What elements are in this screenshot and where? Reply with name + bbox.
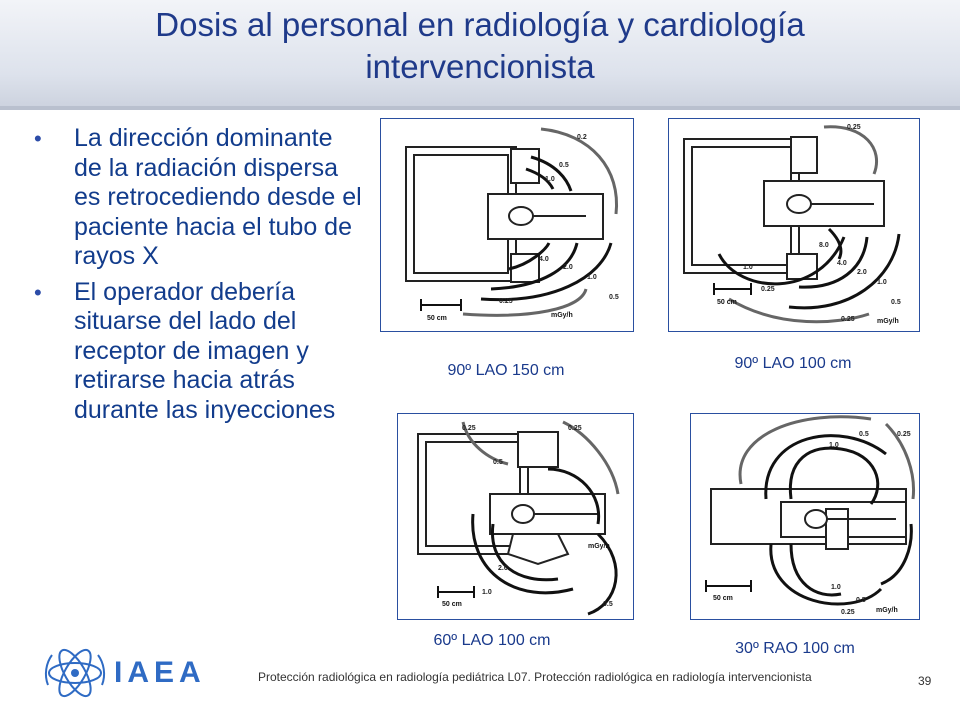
isodose-label: 0.25 — [847, 124, 861, 131]
isodose-label: 0.5 — [609, 294, 619, 301]
isodose-label: 0.5 — [559, 162, 569, 169]
isodose-diagram-svg: 50 cm mGy/h 0.2 0.5 1.0 4.0 2.0 1.0 0.5 … — [405, 127, 619, 322]
bullet-text: La dirección dominante de la radiación d… — [74, 124, 362, 270]
isodose-label: 1.0 — [743, 264, 753, 271]
isodose-label: 0.5 — [493, 459, 503, 466]
isodose-label: 1.0 — [587, 274, 597, 281]
isodose-label: 1.0 — [831, 584, 841, 591]
slide-title-line-1: Dosis al personal en radiología y cardio… — [155, 6, 805, 43]
unit-label: mGy/h — [551, 312, 573, 319]
isodose-label: 1.0 — [545, 176, 555, 183]
isodose-diagram-svg: 50 cm mGy/h 1.0 0.5 0.25 1.0 0.5 0.25 — [705, 415, 916, 616]
bullet-item: • La dirección dominante de la radiación… — [34, 124, 364, 272]
scale-label: 50 cm — [427, 315, 447, 322]
isodose-label: 2.0 — [563, 264, 573, 271]
isodose-label: 8.0 — [819, 242, 829, 249]
isodose-label: 4.0 — [539, 256, 549, 263]
isodose-diagram-svg: 50 cm mGy/h 0.25 0.25 0.5 2.0 1.0 0.5 — [417, 420, 620, 616]
title-band — [0, 0, 960, 110]
isodose-label: 2.0 — [498, 565, 508, 572]
caption-90lao-150: 90º LAO 150 cm — [447, 362, 565, 379]
isodose-label: 0.5 — [603, 601, 613, 608]
bullet-dot-icon: • — [34, 279, 42, 305]
isodose-label: 0.25 — [841, 316, 855, 323]
caption-30rao-100: 30º RAO 100 cm — [735, 640, 855, 657]
footer-course: Protección radiológica en radiología ped… — [258, 670, 812, 684]
iaea-logo-icon — [44, 648, 106, 698]
unit-label: mGy/h — [588, 543, 610, 550]
slide-title-line-2: intervencionista — [365, 48, 595, 85]
unit-label: mGy/h — [876, 607, 898, 614]
isodose-diagram-90lao-100: 50 cm mGy/h 0.25 8.0 4.0 2.0 1.0 1.0 0.5… — [668, 118, 920, 332]
isodose-label: 0.25 — [761, 286, 775, 293]
isodose-label: 1.0 — [829, 442, 839, 449]
scale-label: 50 cm — [717, 299, 737, 306]
isodose-diagram-90lao-150: 50 cm mGy/h 0.2 0.5 1.0 4.0 2.0 1.0 0.5 … — [380, 118, 634, 332]
isodose-diagram-svg: 50 cm mGy/h 0.25 8.0 4.0 2.0 1.0 1.0 0.5… — [683, 124, 901, 325]
isodose-diagram-60lao-100: 50 cm mGy/h 0.25 0.25 0.5 2.0 1.0 0.5 — [397, 413, 634, 620]
scale-label: 50 cm — [713, 595, 733, 602]
isodose-diagram-30rao-100: 50 cm mGy/h 1.0 0.5 0.25 1.0 0.5 0.25 — [690, 413, 920, 620]
iaea-logo-text: IAEA — [114, 656, 206, 689]
isodose-label: 4.0 — [837, 260, 847, 267]
isodose-label: 0.5 — [856, 597, 866, 604]
isodose-label: 0.25 — [568, 425, 582, 432]
isodose-label: 0.25 — [841, 609, 855, 616]
isodose-label: 0.5 — [891, 299, 901, 306]
scale-label: 50 cm — [442, 601, 462, 608]
isodose-label: 1.0 — [877, 279, 887, 286]
bullet-item: • El operador debería situarse del lado … — [34, 278, 364, 426]
isodose-label: 0.25 — [462, 425, 476, 432]
slide-title: Dosis al personal en radiología y cardio… — [0, 4, 960, 88]
bullet-dot-icon: • — [34, 126, 42, 151]
isodose-label: 0.5 — [859, 431, 869, 438]
isodose-label: 1.0 — [482, 589, 492, 596]
page-number: 39 — [918, 674, 932, 688]
caption-90lao-100: 90º LAO 100 cm — [734, 355, 852, 372]
caption-60lao-100: 60º LAO 100 cm — [433, 632, 551, 649]
isodose-label: 0.25 — [897, 431, 911, 438]
unit-label: mGy/h — [877, 318, 899, 325]
isodose-label: 0.25 — [499, 298, 513, 305]
isodose-label: 2.0 — [857, 269, 867, 276]
bullet-list: • La dirección dominante de la radiación… — [34, 124, 364, 431]
isodose-label: 0.2 — [577, 134, 587, 141]
bullet-text: El operador debería situarse del lado de… — [74, 277, 336, 424]
